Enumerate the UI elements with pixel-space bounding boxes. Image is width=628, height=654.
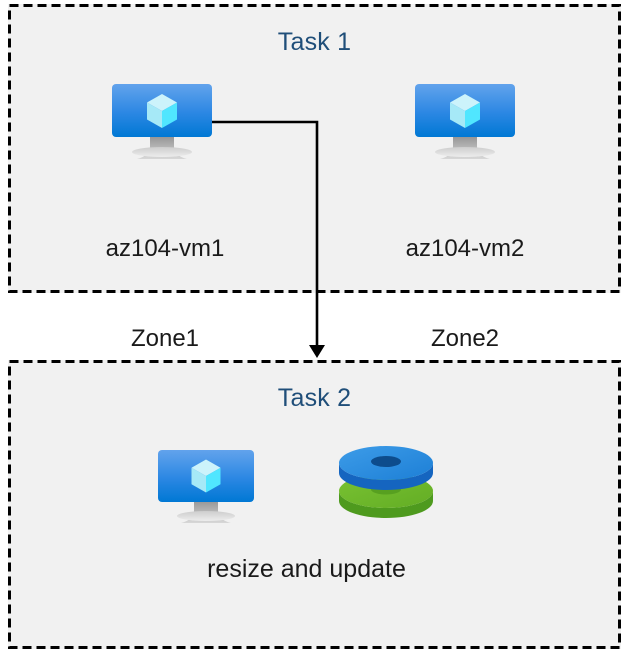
task1-title: Task 1 [277,28,352,56]
vm2-name: az104-vm2 [405,235,525,262]
task2-title: Task 2 [277,384,352,412]
vm2-zone: Zone2 [430,325,500,352]
task2-group-box: Task 2 [8,360,621,649]
task2-caption: resize and update [207,555,406,583]
virtual-machine-icon [106,82,218,160]
vm1-label: az104-vm1 Zone1 [30,174,300,414]
vm2-label: az104-vm2 Zone2 [330,174,600,414]
virtual-machine-icon [152,448,260,524]
virtual-machine-icon [409,82,521,160]
managed-disks-icon [335,443,437,523]
vm1-zone: Zone1 [130,325,200,352]
arrowhead-icon [309,345,325,358]
vm1-name: az104-vm1 [105,235,225,262]
